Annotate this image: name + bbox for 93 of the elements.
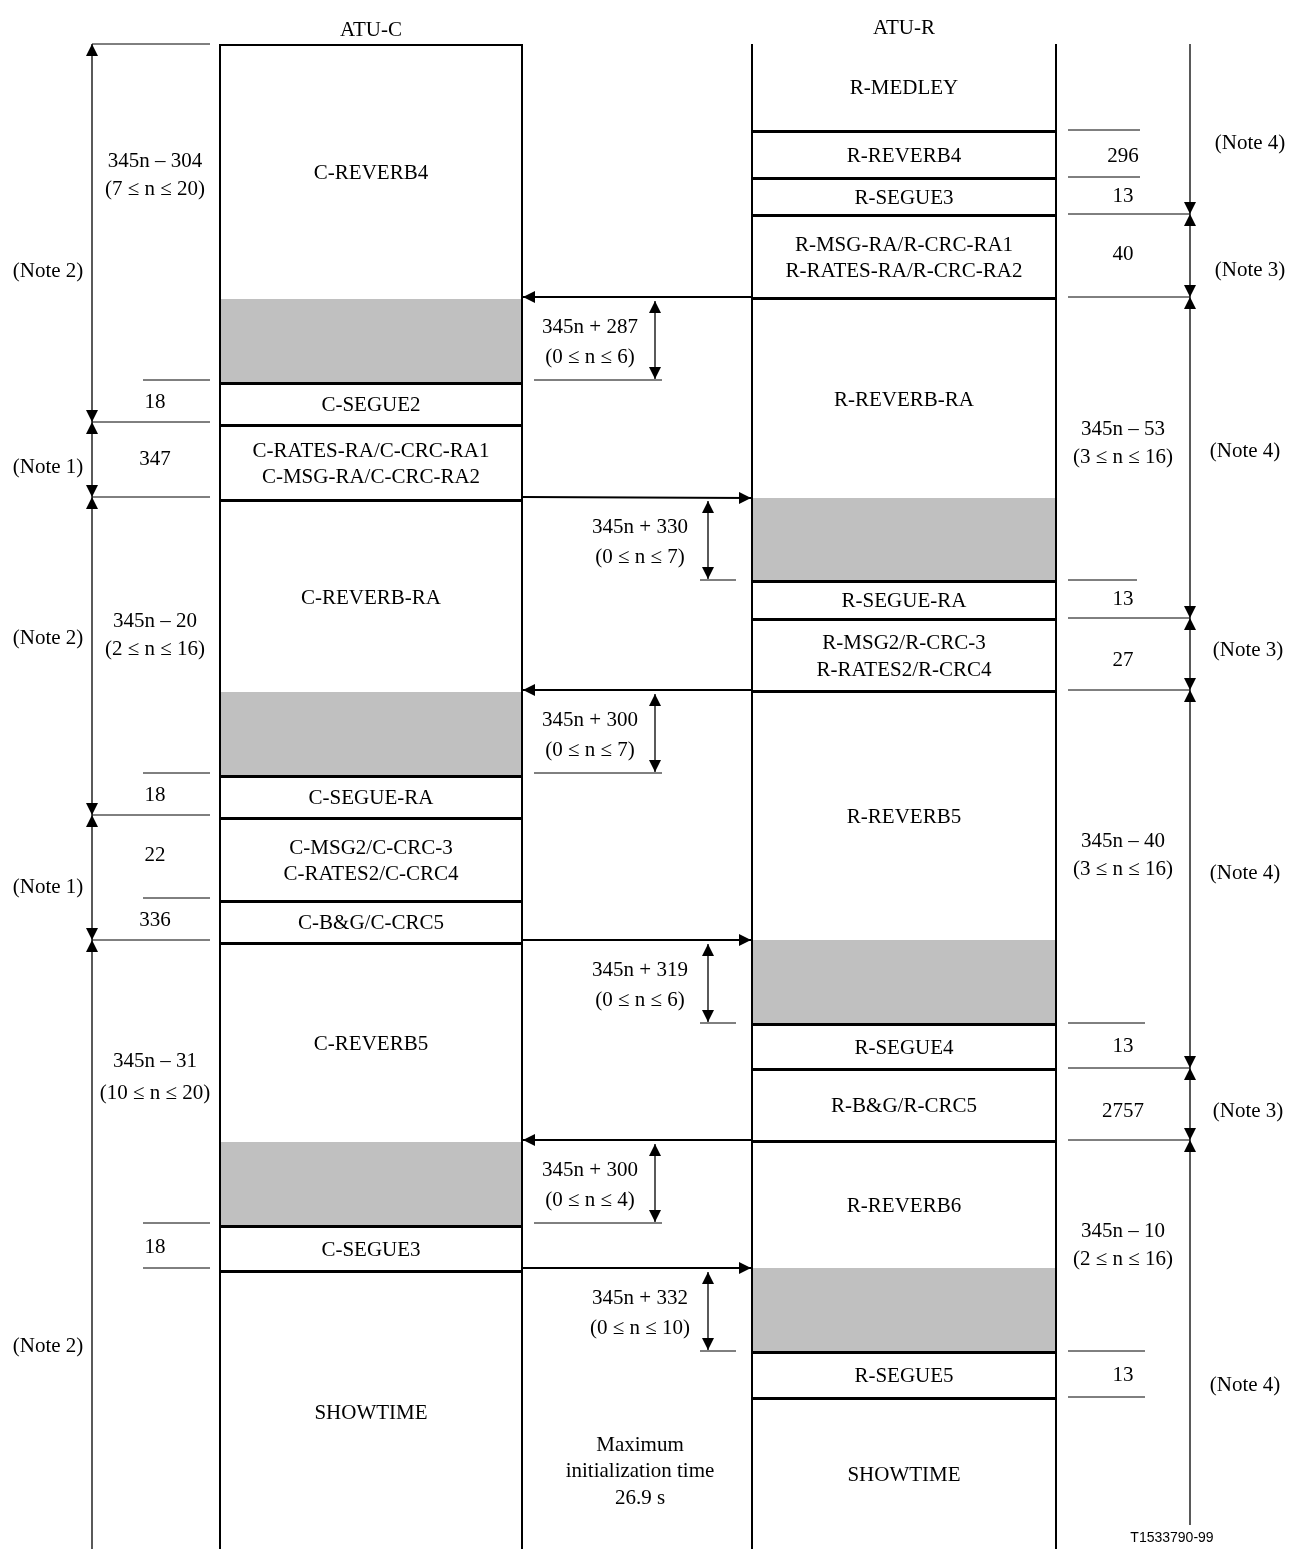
note-label: (Note 3) [1212, 1096, 1284, 1124]
duration-label: 345n – 31 [113, 1046, 197, 1074]
column-heading: ATU-R [873, 14, 935, 41]
note-label: (Note 2) [12, 623, 84, 651]
signal-name: C-REVERB-RA [301, 583, 441, 611]
note-label: (Note 2) [12, 1331, 84, 1359]
signal-name: R-RATES-RA/R-CRC-RA2 [785, 257, 1023, 284]
duration-label: 345n + 287 [542, 312, 638, 340]
max-time-note: Maximum initialization time 26.9 s [564, 1430, 716, 1510]
duration-label: 18 [144, 780, 166, 808]
signal-name: C-SEGUE3 [321, 1235, 421, 1263]
note-label: (Note 4) [1209, 436, 1281, 464]
arrow [522, 491, 752, 504]
shaded-block [221, 692, 521, 775]
range-label: (0 ≤ n ≤ 4) [545, 1185, 635, 1213]
duration-label: 345n + 332 [592, 1283, 688, 1311]
duration-label: 345n – 20 [113, 606, 197, 634]
duration-label: 18 [144, 387, 166, 415]
range-label: (0 ≤ n ≤ 6) [545, 342, 635, 370]
figure-number: T1533790-99 [1130, 1529, 1214, 1547]
signal-name: SHOWTIME [847, 1461, 961, 1488]
signal-name: R-MSG2/R-CRC-3 [822, 629, 986, 656]
duration-label: 13 [1112, 1360, 1134, 1388]
signal-name: C-SEGUE-RA [308, 784, 434, 811]
duration-label: 345n – 304 [107, 146, 203, 174]
duration-label: 347 [139, 444, 171, 472]
note-label: (Note 4) [1209, 858, 1281, 886]
arrow [522, 934, 752, 946]
signal-name: C-SEGUE2 [321, 391, 421, 418]
column-heading: ATU-C [340, 16, 402, 43]
signal-name: C-RATES-RA/C-CRC-RA1 [252, 436, 490, 463]
duration-label: 336 [139, 905, 171, 933]
signal-name: R-SEGUE5 [854, 1362, 954, 1389]
range-label: (0 ≤ n ≤ 7) [595, 542, 685, 570]
range-label: (7 ≤ n ≤ 20) [105, 174, 205, 202]
signal-name: R-REVERB5 [846, 803, 962, 830]
duration-label: 296 [1107, 141, 1139, 169]
note-label: (Note 1) [12, 872, 84, 900]
signal-name: R-SEGUE3 [854, 183, 954, 211]
range-label: (0 ≤ n ≤ 7) [545, 735, 635, 763]
signal-name: R-REVERB4 [846, 141, 962, 169]
arrow [522, 1134, 752, 1146]
signal-name: R-SEGUE-RA [841, 587, 967, 614]
signal-name: C-REVERB5 [313, 1030, 429, 1057]
duration-label: 18 [144, 1232, 166, 1260]
duration-label: 13 [1112, 181, 1134, 209]
duration-label: 345n + 330 [592, 512, 688, 540]
range-label: (0 ≤ n ≤ 6) [595, 985, 685, 1013]
signal-name: R-MSG-RA/R-CRC-RA1 [794, 230, 1014, 257]
duration-label: 345n – 53 [1081, 414, 1165, 442]
duration-label: 13 [1112, 1031, 1134, 1059]
duration-label: 345n + 300 [542, 705, 638, 733]
note-label: (Note 2) [12, 256, 84, 284]
signal-name: R-RATES2/R-CRC4 [816, 655, 992, 682]
note-label: (Note 4) [1209, 1370, 1281, 1398]
note-label: (Note 4) [1214, 128, 1286, 156]
note-label: (Note 1) [12, 452, 84, 480]
duration-label: 345n + 300 [542, 1155, 638, 1183]
duration-label: 13 [1112, 584, 1134, 612]
duration-label: 345n + 319 [592, 955, 688, 983]
shaded-block [753, 498, 1055, 580]
duration-label: 345n – 40 [1081, 826, 1165, 854]
signal-name: C-RATES2/C-CRC4 [283, 860, 459, 887]
duration-label: 40 [1112, 239, 1134, 267]
signal-name: R-MEDLEY [849, 73, 959, 101]
duration-label: 2757 [1102, 1096, 1144, 1124]
range-label: (10 ≤ n ≤ 20) [99, 1078, 211, 1106]
shaded-block [221, 1142, 521, 1225]
signal-name: C-REVERB4 [313, 159, 429, 186]
shaded-block [753, 940, 1055, 1023]
duration-label: 27 [1112, 645, 1134, 673]
duration-label: 345n – 10 [1081, 1216, 1165, 1244]
note-label: (Note 3) [1212, 635, 1284, 663]
signal-name: R-REVERB6 [846, 1192, 962, 1219]
shaded-block [753, 1268, 1055, 1351]
duration-label: 22 [144, 840, 166, 868]
signal-name: C-MSG-RA/C-CRC-RA2 [261, 463, 481, 490]
range-label: (2 ≤ n ≤ 16) [1073, 1244, 1173, 1272]
signal-name: R-SEGUE4 [854, 1033, 954, 1061]
signal-name: C-B&G/C-CRC5 [298, 909, 444, 936]
signal-name: SHOWTIME [314, 1398, 428, 1426]
signal-name: R-B&G/R-CRC5 [831, 1092, 977, 1119]
arrow [522, 291, 752, 303]
signal-name: C-MSG2/C-CRC-3 [289, 833, 453, 860]
range-label: (0 ≤ n ≤ 10) [590, 1313, 690, 1341]
arrow [522, 1262, 752, 1274]
range-label: (3 ≤ n ≤ 16) [1073, 442, 1173, 470]
range-label: (3 ≤ n ≤ 16) [1073, 854, 1173, 882]
range-label: (2 ≤ n ≤ 16) [105, 634, 205, 662]
signal-name: R-REVERB-RA [834, 385, 974, 413]
note-label: (Note 3) [1214, 255, 1286, 283]
arrow [522, 684, 752, 696]
shaded-block [221, 299, 521, 382]
